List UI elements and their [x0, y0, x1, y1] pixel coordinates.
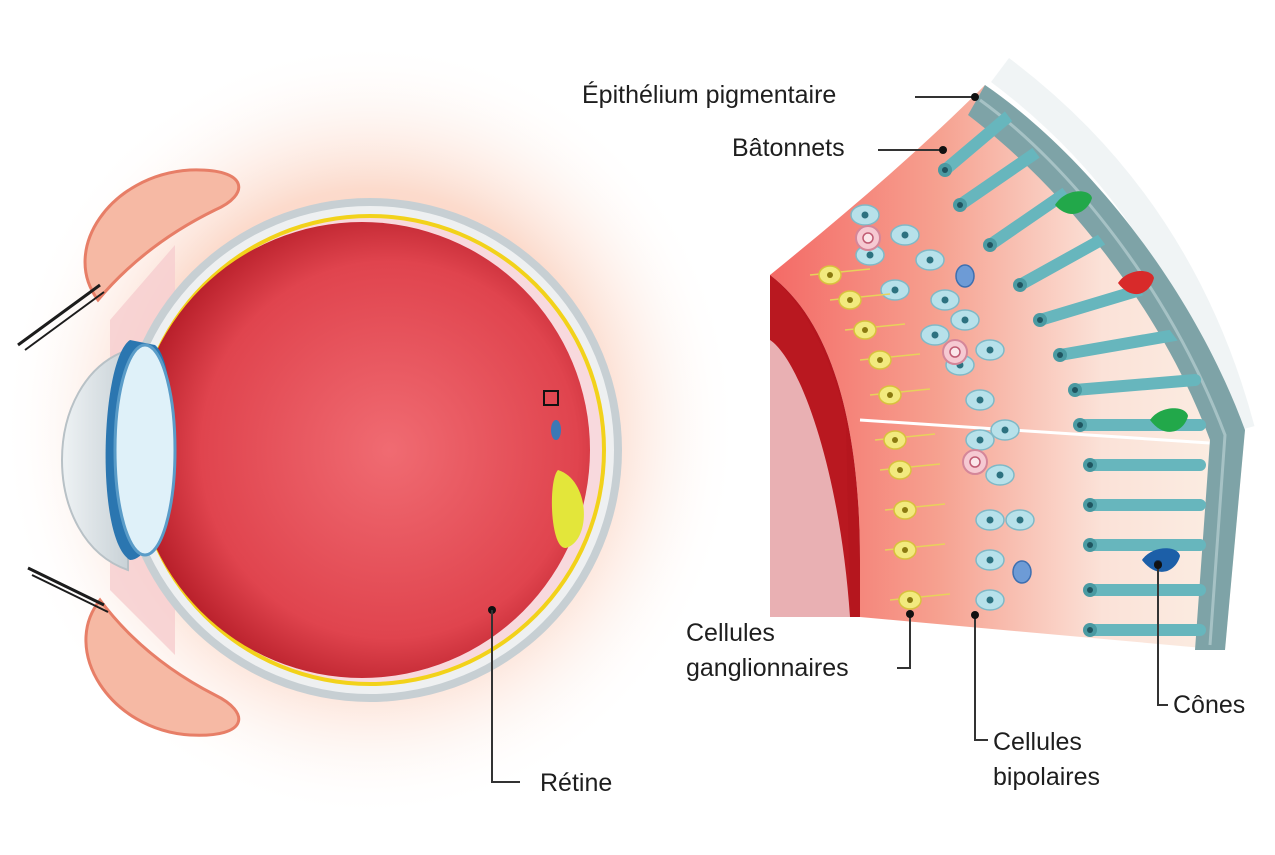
rod-cell: [1083, 538, 1200, 552]
eye-illustration: [0, 40, 740, 820]
bipolar-cell: [1006, 510, 1034, 530]
amacrine-cell: [963, 450, 987, 474]
bipolar-cell: [976, 590, 1004, 610]
horizontal-cell: [956, 265, 974, 287]
horizontal-cell: [1013, 561, 1031, 583]
label-rods: Bâtonnets: [732, 133, 845, 163]
rod-cell: [1083, 583, 1200, 597]
bipolar-cell: [951, 310, 979, 330]
bipolar-cell: [976, 340, 1004, 360]
bipolar-cell: [931, 290, 959, 310]
bipolar-cell: [891, 225, 919, 245]
amacrine-cell: [856, 226, 880, 250]
amacrine-cell: [943, 340, 967, 364]
bipolar-cell: [986, 465, 1014, 485]
bipolar-cell: [921, 325, 949, 345]
rod-cell: [1083, 623, 1200, 637]
bipolar-cell: [966, 430, 994, 450]
bipolar-cell: [976, 510, 1004, 530]
rod-cell: [1083, 458, 1200, 472]
bipolar-cell: [881, 280, 909, 300]
bipolar-cell: [976, 550, 1004, 570]
label-cones: Cônes: [1173, 690, 1245, 720]
rod-cell: [1083, 498, 1200, 512]
label-bipolar-1: Cellules: [993, 727, 1082, 757]
bipolar-cell: [851, 205, 879, 225]
label-bipolar-2: bipolaires: [993, 762, 1100, 792]
label-ganglion-1: Cellules: [686, 618, 775, 648]
lens: [115, 345, 175, 555]
label-ganglion-2: ganglionnaires: [686, 653, 849, 683]
retina-cross-section: [770, 70, 1245, 740]
bipolar-cell: [916, 250, 944, 270]
label-pigment-epithelium: Épithélium pigmentaire: [582, 80, 836, 110]
bipolar-cell: [966, 390, 994, 410]
label-retina: Rétine: [540, 768, 612, 798]
vitreous-body: [134, 222, 590, 678]
bipolar-cell: [991, 420, 1019, 440]
